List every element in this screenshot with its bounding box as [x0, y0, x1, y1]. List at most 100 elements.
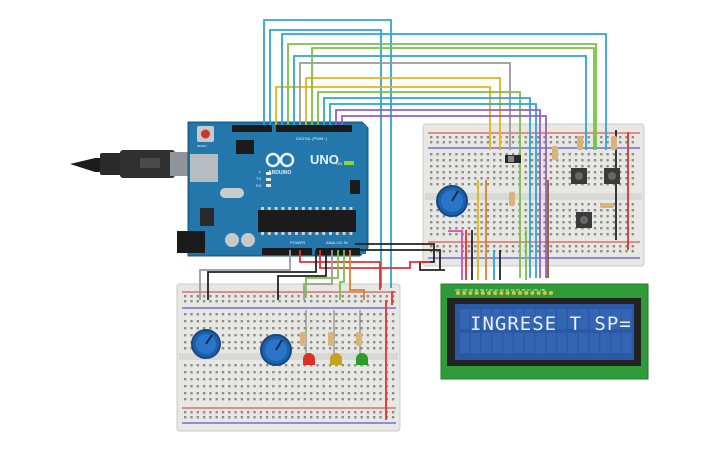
breadboard-hole [606, 159, 609, 162]
breadboard-hole [196, 392, 199, 395]
breadboard-hole [448, 221, 452, 224]
breadboard-hole [568, 215, 571, 218]
breadboard-hole [574, 183, 578, 186]
breadboard-hole [284, 398, 288, 401]
push-button-1[interactable] [571, 168, 587, 184]
breadboard-hole [631, 203, 634, 206]
lcd-16x2-module[interactable] [440, 283, 649, 380]
breadboard-hole [259, 411, 262, 414]
lcd-cell [524, 333, 535, 353]
breadboard-hole [221, 398, 225, 401]
lcd-pin [542, 291, 547, 295]
breadboard-hole [265, 327, 269, 330]
slide-switch[interactable] [505, 155, 521, 163]
breadboard-hole [310, 320, 313, 323]
breadboard-hole [196, 385, 199, 388]
breadboard-hole [593, 221, 597, 224]
breadboard-hole [328, 320, 332, 323]
breadboard-hole [600, 177, 603, 180]
breadboard-hole [259, 371, 262, 374]
breadboard-hole [505, 153, 508, 156]
breadboard-hole [322, 378, 325, 381]
breadboard-hole [448, 250, 452, 253]
breadboard-hole [265, 320, 269, 323]
breadboard-hole [625, 165, 628, 168]
breadboard-hole [284, 313, 288, 316]
breadboard-hole [486, 203, 490, 206]
breadboard-hole [221, 416, 225, 419]
breadboard-hole [448, 141, 452, 144]
breadboard-hole [190, 378, 193, 381]
breadboard-hole [556, 221, 559, 224]
lcd-cell [546, 309, 556, 329]
breadboard-hole [373, 411, 376, 414]
breadboard-hole [184, 385, 187, 388]
breadboard-hole [335, 411, 338, 414]
breadboard-hole [619, 250, 622, 253]
lcd-cell [578, 309, 589, 329]
breadboard-hole [354, 398, 357, 401]
breadboard-hole [461, 183, 464, 186]
lcd-pin [480, 291, 485, 295]
breadboard-hole [322, 371, 325, 374]
breadboard-hole [366, 300, 370, 303]
breadboard-hole [549, 136, 553, 139]
breadboard-hole [297, 385, 300, 388]
chip-pin [315, 232, 319, 235]
lcd-cell [546, 333, 556, 353]
breadboard-hole [436, 215, 439, 218]
breadboard-hole [543, 215, 546, 218]
potentiometer-2[interactable] [191, 329, 221, 359]
breadboard-hole [436, 233, 439, 236]
chip-pin [261, 207, 264, 210]
breadboard-hole [486, 227, 490, 230]
wires[interactable] [199, 19, 629, 420]
arduino-uno-board[interactable] [177, 121, 369, 257]
breadboard-hole [562, 245, 565, 248]
breadboard-hole [480, 183, 483, 186]
lcd-cell [460, 309, 470, 329]
breadboard-hole [461, 136, 464, 139]
usb-cable[interactable] [70, 150, 196, 178]
breadboard-hole [341, 341, 344, 344]
breadboard-hole [366, 378, 370, 381]
breadboard-hole [328, 416, 332, 419]
breadboard-hole [511, 233, 515, 236]
breadboard-hole [530, 245, 534, 248]
breadboard-hole [272, 371, 275, 374]
lcd-cell [514, 309, 524, 329]
breadboard-hole [379, 398, 382, 401]
breadboard-hole [278, 398, 281, 401]
breadboard-hole [467, 233, 471, 236]
breadboard-hole [366, 411, 370, 414]
breadboard-hole [593, 141, 597, 144]
push-button-2[interactable] [604, 168, 620, 184]
breadboard-hole [228, 398, 231, 401]
breadboard-hole [587, 250, 590, 253]
breadboard-hole [341, 364, 344, 367]
breadboard-hole [234, 378, 237, 381]
breadboard-hole [511, 171, 515, 174]
potentiometer-3[interactable] [260, 334, 292, 366]
breadboard-hole [619, 221, 622, 224]
breadboard-hole [265, 371, 269, 374]
resistors[interactable] [300, 136, 617, 346]
breadboard-hole [493, 209, 496, 212]
breadboard-hole [303, 313, 307, 316]
breadboard-hole [322, 398, 325, 401]
potentiometer-1[interactable] [436, 185, 468, 217]
breadboard-hole [341, 334, 344, 337]
breadboard-hole [625, 233, 628, 236]
breadboard-hole [631, 141, 634, 144]
breadboard-hole [303, 327, 307, 330]
breadboard-hole [581, 153, 584, 156]
breadboard-hole [493, 159, 496, 162]
breadboard-hole [587, 177, 590, 180]
breadboard-hole [253, 334, 256, 337]
push-button-3[interactable] [576, 212, 592, 228]
breadboard-hole [625, 209, 628, 212]
breadboard-hole [373, 334, 376, 337]
breadboard-hole [606, 227, 609, 230]
